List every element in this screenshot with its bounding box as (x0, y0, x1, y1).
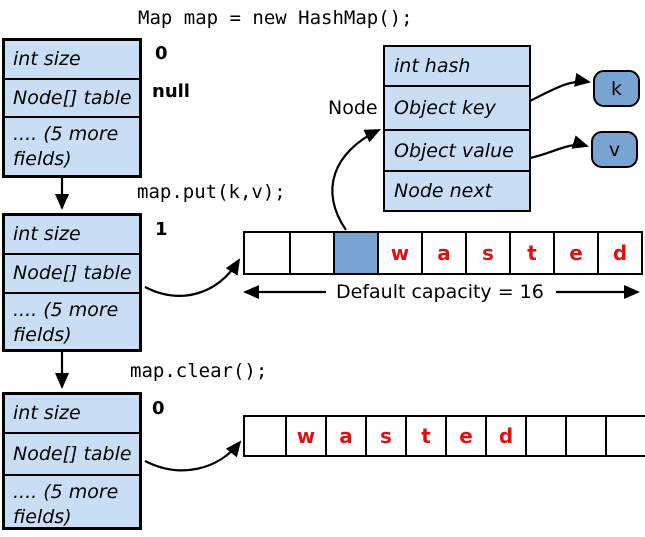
field-next: Node next (385, 170, 529, 210)
arrow-table-to-cleared-array (144, 440, 242, 472)
array-cell: s (365, 417, 405, 455)
array-cell (245, 417, 285, 455)
array-cell: d (485, 417, 525, 455)
table-array-after-put: w a s t e d (243, 231, 643, 275)
array-cell: s (465, 233, 509, 273)
array-cell: t (509, 233, 553, 273)
array-cell (605, 417, 645, 455)
field-more: .... (5 more fields) (5, 474, 139, 528)
field-table: Node[] table (5, 78, 139, 116)
array-cell: e (445, 417, 485, 455)
node-label: Node (328, 97, 378, 119)
array-cell: e (553, 233, 597, 273)
hashmap-struct-after-put: int size Node[] table .... (5 more field… (2, 213, 142, 352)
size-value-after-clear: 0 (152, 398, 165, 419)
array-cell: w (377, 233, 421, 273)
array-cell: a (325, 417, 365, 455)
code-put: map.put(k,v); (137, 181, 286, 203)
key-ref-box: k (593, 70, 640, 107)
code-declaration: Map map = new HashMap(); (138, 7, 413, 29)
field-size: int size (13, 402, 81, 425)
field-key: Object key (385, 85, 529, 129)
field-size: int size (13, 48, 81, 71)
array-cell (289, 233, 333, 273)
field-hash: int hash (394, 55, 471, 77)
hashmap-struct-after-clear: int size Node[] table .... (5 more field… (2, 392, 142, 530)
array-cell: w (285, 417, 325, 455)
array-cell-occupied (333, 233, 377, 273)
size-value-initial: 0 (155, 43, 168, 64)
array-cell: t (405, 417, 445, 455)
size-value-after-put: 1 (155, 219, 168, 240)
field-table: Node[] table (5, 432, 139, 474)
array-cell: d (597, 233, 641, 273)
field-more: .... (5 more fields) (5, 116, 139, 175)
array-cell: a (421, 233, 465, 273)
arrow-key-to-k (529, 72, 591, 102)
array-cell (525, 417, 565, 455)
field-more: .... (5 more fields) (5, 292, 139, 349)
field-size: int size (13, 223, 81, 246)
arrow-table-to-array (144, 258, 241, 297)
hashmap-struct-initial: int size Node[] table .... (5 more field… (2, 38, 142, 178)
table-value-initial: null (152, 81, 190, 102)
array-cell (245, 233, 289, 273)
table-array-after-clear: w a s t e d (243, 415, 645, 457)
value-ref-box: v (591, 131, 638, 168)
array-cell (565, 417, 605, 455)
code-clear: map.clear(); (130, 360, 268, 382)
field-table: Node[] table (5, 253, 139, 292)
node-struct: int hash Object key Object value Node ne… (383, 45, 531, 212)
field-value: Object value (385, 129, 529, 170)
arrow-cell-to-node (331, 129, 381, 231)
arrow-value-to-v (529, 135, 589, 160)
capacity-caption: Default capacity = 16 (336, 281, 544, 303)
